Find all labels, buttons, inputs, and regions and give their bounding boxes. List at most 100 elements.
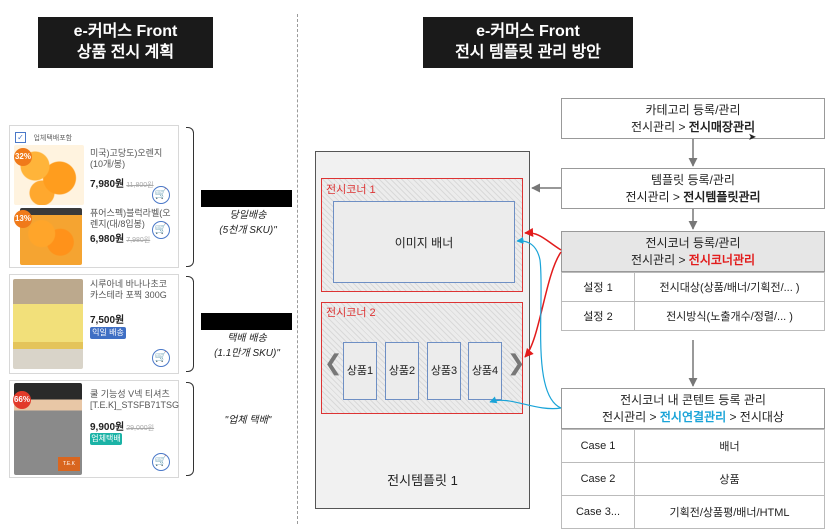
discount-badge: 66% — [13, 391, 31, 409]
box-prefix: 전시관리 > — [625, 190, 684, 204]
product-name[interactable]: 쿨 기능성 V넥 티셔츠 [T.E.K]_STSFB71TSG — [90, 389, 180, 410]
left-title: e-커머스 Front 상품 전시 계획 — [38, 17, 213, 68]
brace-1 — [186, 127, 194, 267]
cart-icon[interactable]: 🛒 — [152, 221, 170, 239]
note-line: "업체 택배" — [224, 415, 272, 426]
product-card-group-2: 시루아네 바나나초코 카스테라 포찍 300G 7,500원 익일 배송 🛒 — [9, 274, 179, 374]
discount-badge: 32% — [14, 148, 32, 166]
redacted-label-1 — [201, 190, 292, 207]
checkbox-label: 업체택배포함 — [33, 134, 73, 142]
castella-image[interactable] — [13, 279, 83, 369]
left-title-line1: e-커머스 Front — [73, 23, 178, 40]
image-banner[interactable]: 이미지 배너 — [333, 201, 515, 283]
blue-arrow-products — [489, 396, 562, 410]
box-prefix: 전시관리 > — [630, 120, 689, 134]
box-line1: 전시코너 내 콘텐트 등록 관리 — [620, 393, 766, 407]
cases-row: Case 3...기획전/상품평/배너/HTML — [561, 495, 825, 529]
corner-box[interactable]: 전시코너 등록/관리 전시관리 > 전시코너관리 — [561, 231, 825, 272]
product-card-group-3: 66% T.E.K 쿨 기능성 V넥 티셔츠 [T.E.K]_STSFB71TS… — [9, 380, 179, 478]
product-name[interactable]: 퓨어스펙)블럭라벨(오렌지(대/8입봉) — [90, 208, 171, 229]
case-key: Case 2 — [561, 462, 635, 496]
product-name[interactable]: 시루아네 바나나초코 카스테라 포찍 300G — [90, 279, 168, 300]
discount-badge: 13% — [14, 210, 32, 228]
cart-icon[interactable]: 🛒 — [152, 349, 170, 367]
settings-value: 전시대상(상품/배너/기획전/... ) — [634, 272, 825, 302]
left-title-line2: 상품 전시 계획 — [76, 44, 175, 61]
corner-1-label: 전시코너 1 — [326, 184, 376, 196]
corner-2-label: 전시코너 2 — [326, 307, 376, 319]
delivery-badge: 익일 배송 — [90, 327, 126, 339]
orange-image[interactable] — [14, 145, 84, 205]
red-arrow-corner2 — [524, 251, 562, 358]
note-line: 택배 배송 — [227, 333, 267, 344]
note-vendor: "업체 택배" — [198, 413, 298, 428]
product-price: 7,500원 — [90, 315, 125, 326]
brand-tag: T.E.K — [58, 457, 80, 471]
case-value: 기획전/상품평/배너/HTML — [634, 495, 825, 529]
cart-icon[interactable]: 🛒 — [152, 186, 170, 204]
product-price: 9,900원 — [90, 422, 125, 433]
settings-value: 전시방식(노출개수/정렬/... ) — [634, 301, 825, 331]
case-key: Case 3... — [561, 495, 635, 529]
brace-3 — [186, 382, 194, 476]
product-slot[interactable]: 상품4 — [468, 342, 502, 400]
checkbox-icon[interactable]: ✓ — [15, 132, 26, 144]
product-name[interactable]: 미국)고당도)오렌지(10개/봉) — [90, 148, 163, 169]
box-prefix: 전시관리 > — [602, 410, 660, 424]
chevron-right-icon[interactable]: ❯ — [507, 350, 526, 375]
cart-icon[interactable]: 🛒 — [152, 453, 170, 471]
brace-2 — [186, 276, 194, 372]
redacted-label-2 — [201, 313, 292, 330]
box-line1: 카테고리 등록/관리 — [645, 103, 741, 117]
box-line2: 전시관리 > 전시연결관리 > 전시대상 — [562, 409, 824, 426]
box-line2: 전시관리 > 전시매장관리 — [562, 119, 824, 136]
product-old-price: 11,800원 — [126, 182, 154, 189]
product-slot[interactable]: 상품1 — [343, 342, 377, 400]
note-parcel: 택배 배송 (1.1만개 SKU)" — [196, 331, 298, 361]
checkbox-row[interactable]: ✓ 업체택배포함 — [15, 129, 175, 144]
right-title-line1: e-커머스 Front — [476, 23, 580, 40]
box-highlight: 전시매장관리 — [688, 120, 756, 134]
box-highlight: 전시코너관리 — [688, 253, 756, 267]
category-box[interactable]: 카테고리 등록/관리 전시관리 > 전시매장관리 — [561, 98, 825, 139]
box-line2: 전시관리 > 전시코너관리 — [562, 252, 824, 269]
note-line: 당일배송 — [229, 210, 267, 221]
box-suffix: > 전시대상 — [726, 410, 784, 424]
box-highlight: 전시템플릿관리 — [683, 190, 761, 204]
product-slot[interactable]: 상품3 — [427, 342, 461, 400]
settings-key: 설정 2 — [561, 301, 635, 331]
blue-arrow-banner — [516, 236, 562, 409]
template-footer: 전시템플릿 1 — [387, 473, 458, 488]
box-highlight: 전시연결관리 — [659, 410, 727, 424]
note-line: (1.1만개 SKU)" — [214, 348, 280, 359]
note-same-day: 당일배송 (5천개 SKU)" — [198, 208, 298, 238]
product-old-price: 7,980원 — [126, 237, 151, 244]
box-line1: 전시코너 등록/관리 — [645, 236, 741, 250]
product-price: 7,980원 — [90, 179, 125, 190]
right-title: e-커머스 Front 전시 템플릿 관리 방안 — [423, 17, 633, 68]
product-price: 6,980원 — [90, 234, 125, 245]
content-box[interactable]: 전시코너 내 콘텐트 등록 관리 전시관리 > 전시연결관리 > 전시대상 — [561, 388, 825, 429]
red-arrow-corner1 — [524, 227, 562, 251]
box-prefix: 전시관리 > — [630, 253, 689, 267]
delivery-badge: 업체택배 — [90, 433, 122, 445]
note-line: (5천개 SKU)" — [219, 225, 277, 236]
product-slot[interactable]: 상품2 — [385, 342, 419, 400]
template-box[interactable]: 템플릿 등록/관리 전시관리 > 전시템플릿관리 — [561, 168, 825, 209]
chevron-left-icon[interactable]: ❮ — [324, 350, 343, 375]
cursor-icon: ➤ — [748, 132, 757, 143]
product-old-price: 29,000원 — [126, 425, 155, 432]
box-line2: 전시관리 > 전시템플릿관리 — [562, 189, 824, 206]
box-line1: 템플릿 등록/관리 — [651, 173, 735, 187]
right-title-line2: 전시 템플릿 관리 방안 — [455, 44, 601, 61]
